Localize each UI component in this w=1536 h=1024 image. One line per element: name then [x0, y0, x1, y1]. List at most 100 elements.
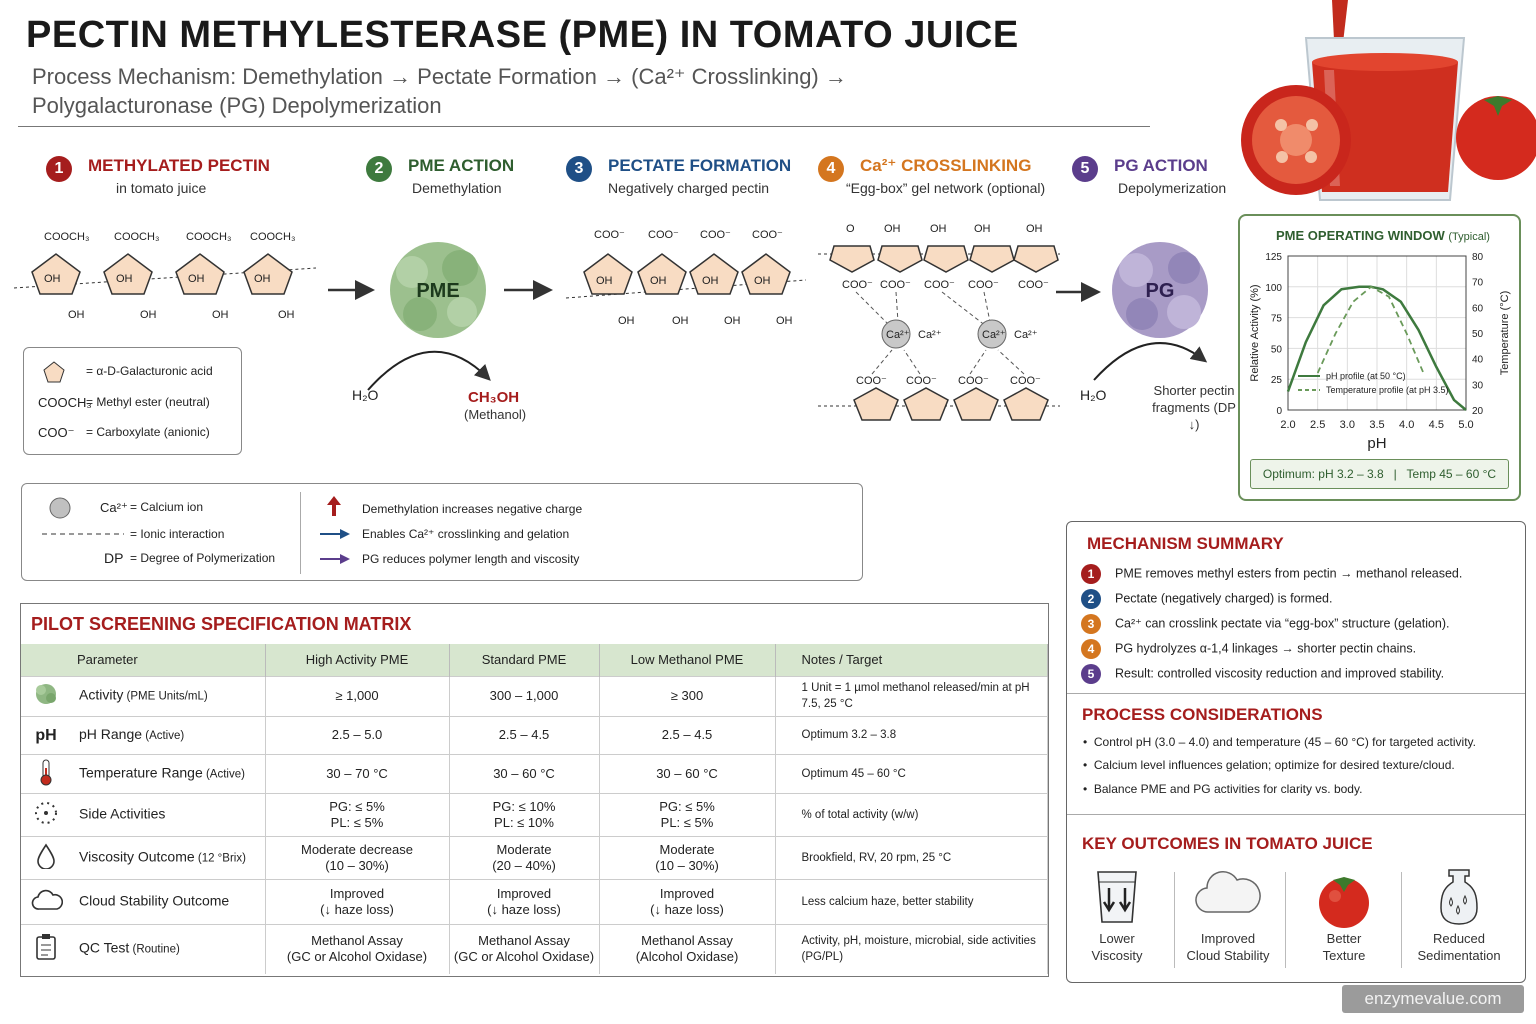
cooch3-label: COOCH₃ [186, 231, 231, 243]
methylated-pectin-chain: COOCH₃ COOCH₃ COOCH₃ COOCH₃ OH OH OH OH … [13, 231, 317, 321]
pg-enzyme-blob: PG [1112, 242, 1208, 338]
summary-number: 3 [1081, 614, 1101, 634]
process-item: • Balance PME and PG activities for clar… [1083, 782, 1363, 796]
section-divider [1067, 814, 1525, 815]
pg-label: PG [1146, 280, 1175, 302]
header-divider [18, 126, 1150, 127]
parameter-name: Viscosity Outcome [79, 847, 195, 864]
y2-tick-label: 50 [1472, 329, 1484, 340]
parameter-cell: Viscosity Outcome (12 °Brix) [21, 835, 266, 879]
ph-icon: pH [35, 726, 57, 744]
parameter-cell: Activity (PME Units/mL) [21, 675, 266, 716]
legend-methyl-ester: = Methyl ester (neutral) [86, 395, 210, 409]
mechanism-diagram: COOCH₃ COOCH₃ COOCH₃ COOCH₃ OH OH OH OH … [13, 223, 1208, 422]
red-up-arrow-icon [327, 496, 341, 516]
tomato-juice-illustration [1241, 0, 1536, 201]
notes-cell: Brookfield, RV, 20 rpm, 25 °C [775, 835, 1048, 879]
notes-cell: Activity, pH, moisture, microbial, side … [775, 923, 1048, 974]
calcium-label: Ca²⁺ [1014, 329, 1038, 341]
step-title: PG ACTION [1114, 156, 1208, 175]
y2-tick-label: 20 [1472, 406, 1484, 417]
y2-tick-label: 80 [1472, 252, 1484, 263]
calcium-label: Ca²⁺ [918, 329, 942, 341]
value-cell: Moderate (10 – 30%) [599, 835, 776, 879]
step-number: 1 [46, 156, 72, 182]
value-cell: Improved (↓ haze loss) [599, 878, 776, 924]
matrix-title: PILOT SCREENING SPECIFICATION MATRIX [31, 614, 412, 634]
x-tick-label: 5.0 [1458, 419, 1473, 431]
carboxylate-label: COO⁻ [856, 375, 887, 387]
value-cell: ≥ 300 [599, 675, 776, 716]
dotted-circle-icon [31, 800, 61, 830]
value-cell: PG: ≤ 5% PL: ≤ 5% [265, 792, 450, 836]
unit-legend-box: = α-D-Galacturonic acid COOCH₃ = Methyl … [23, 347, 242, 455]
purple-arrow-icon [320, 554, 350, 564]
carboxylate-label: COO⁻ [924, 279, 955, 291]
x-tick-label: 2.5 [1310, 419, 1325, 431]
dashed-line-icon [42, 533, 124, 535]
outcome-label: Reduced Sedimentation [1417, 931, 1501, 963]
value-cell: Methanol Assay (GC or Alcohol Oxidase) [265, 923, 450, 974]
outcome-label: Improved Cloud Stability [1186, 931, 1270, 963]
cooch3-label: COOCH₃ [44, 231, 89, 243]
clipboard-icon [31, 933, 61, 965]
value-cell: 2.5 – 5.0 [265, 715, 450, 754]
legend-galacturonic: = α-D-Galacturonic acid [86, 364, 213, 378]
oh-label: OH [974, 223, 991, 235]
methanol-label: CH₃OH [468, 389, 519, 406]
ph-profile-line [1286, 285, 1467, 411]
parameter-cell: Side Activities [21, 792, 266, 836]
summary-number: 4 [1081, 639, 1101, 659]
process-text: Balance PME and PG activities for clarit… [1093, 782, 1363, 796]
y-tick-label: 75 [1271, 314, 1283, 325]
legend-dp: = Degree of Polymerization [130, 551, 276, 565]
oh-label: OH [930, 223, 947, 235]
step-description: Depolymerization [1118, 180, 1227, 196]
glass-down-arrows-icon [1080, 868, 1154, 930]
notes-cell: Optimum 3.2 – 3.8 [775, 715, 1048, 754]
carboxylate-label: COO⁻ [906, 375, 937, 387]
page-title: PECTIN METHYLESTERASE (PME) IN TOMATO JU… [26, 14, 1019, 56]
oh-label: OH [754, 275, 771, 287]
legend-ionic: = Ionic interaction [130, 527, 225, 541]
step-title: METHYLATED PECTIN [88, 156, 270, 175]
spec-table: Parameter High Activity PME Standard PME… [21, 644, 1048, 974]
parameter-name: Activity [79, 686, 124, 703]
value-cell: ≥ 1,000 [265, 675, 450, 716]
step-title: Ca²⁺ CROSSLINKING [860, 156, 1032, 175]
table-row: Viscosity Outcome (12 °Brix)Moderate dec… [21, 835, 1048, 879]
oh-label: OH [884, 223, 901, 235]
carboxylate-label: COO⁻ [842, 279, 873, 291]
notes-cell: Less calcium haze, better stability [775, 878, 1048, 924]
oh-label: OH [776, 315, 793, 327]
oh-label: OH [140, 309, 157, 321]
thermometer-icon [31, 758, 61, 790]
oh-label: OH [702, 275, 719, 287]
value-cell: 30 – 60 °C [599, 753, 776, 793]
x-axis-label: pH [1367, 435, 1386, 452]
cooch3-label: COOCH₃ [114, 231, 159, 243]
step-description: in tomato juice [116, 180, 207, 196]
pme-window-title-text: PME OPERATING WINDOW [1276, 228, 1445, 243]
pentagon-icon [43, 361, 65, 383]
summary-text: Result: controlled viscosity reduction a… [1115, 666, 1445, 681]
step-title: PECTATE FORMATION [608, 156, 792, 175]
egg-box-network: O OH OH OH OH COO⁻ COO⁻ COO⁻ COO⁻ COO⁻ C… [818, 223, 1060, 421]
legend-arrow-blue: Enables Ca²⁺ crosslinking and gelation [362, 527, 570, 541]
y2-tick-label: 70 [1472, 278, 1484, 289]
column-header: Standard PME [449, 644, 600, 676]
value-cell: Methanol Assay (GC or Alcohol Oxidase) [449, 923, 600, 974]
y2-tick-label: 60 [1472, 303, 1484, 314]
value-cell: 300 – 1,000 [449, 675, 600, 716]
outcome-divider [1285, 872, 1286, 968]
y2-tick-label: 40 [1472, 355, 1484, 366]
parameter-unit: (12 °Brix) [194, 851, 246, 864]
outcome-label: Lower Viscosity [1091, 931, 1143, 963]
parameter-cell: Temperature Range (Active) [21, 753, 266, 793]
y-tick-label: 125 [1265, 252, 1282, 263]
legend-symbol: COO⁻ [38, 425, 75, 440]
summary-number: 1 [1081, 564, 1101, 584]
